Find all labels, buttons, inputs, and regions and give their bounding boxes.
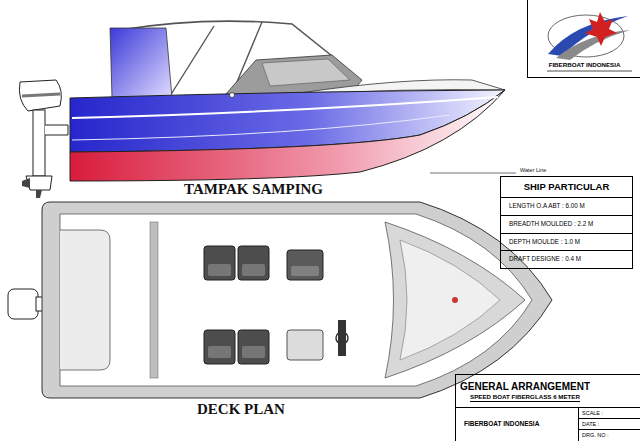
logo-swoosh (548, 16, 628, 56)
table-cell: FIBERBOAT INDONESIA (456, 407, 578, 441)
motor-shaft (33, 110, 45, 176)
motor-bracket (45, 125, 68, 135)
seat-cushion (242, 264, 265, 276)
hull-bottom (70, 90, 505, 181)
bow-cleat (452, 297, 458, 303)
propeller (22, 178, 30, 188)
stern-bench (60, 230, 110, 370)
box-heading: BREADTH MOULDED : 2.2 M (509, 221, 629, 228)
water-line (430, 173, 516, 174)
logo-underline (547, 71, 632, 72)
box-heading: DEPTH MOULDE : 1.0 M (509, 239, 629, 246)
table-cell: LENGTH O.A ABT : 6.00 M (501, 197, 632, 215)
view-title: DECK PLAN (196, 401, 286, 418)
side-view (19, 21, 516, 198)
seat (287, 330, 323, 360)
bow-hatch (400, 240, 500, 360)
seat (287, 250, 323, 280)
rub-rail (72, 97, 498, 118)
seat (204, 330, 235, 364)
motor-skeg (36, 190, 42, 198)
helm-console (338, 320, 346, 356)
table-cell: DRAFT DESIGNE : 0.4 M (501, 250, 632, 268)
table-cell: DEPTH MOULDE : 1.0 M (501, 233, 632, 251)
steering-wheel (336, 332, 348, 344)
motor-cowling (19, 80, 61, 111)
view-title: TAMPAK SAMPING (183, 181, 324, 198)
fitting (230, 93, 235, 98)
box-heading: DRAFT DESIGNE : 0.4 M (509, 256, 629, 263)
table-cell: DATE : (578, 418, 640, 429)
hull-outline (42, 202, 552, 398)
motor-top (8, 289, 38, 319)
table-box: LENGTH O.A ABT : 6.00 M BREADTH MOULDED :… (500, 176, 633, 269)
box-heading: FIBERBOAT INDONESIA (528, 62, 640, 69)
box-subtitle: SPEED BOAT FIBERGLASS 6 METER (470, 394, 580, 402)
table-box: FIBERBOAT INDONESIA SCALE : DATE : DRG. NO … (455, 374, 640, 441)
seat-cushion (242, 346, 265, 358)
logo-leaf (585, 12, 617, 46)
deck-plan (8, 202, 552, 398)
windshield-pane (262, 59, 350, 86)
bimini-frame (170, 26, 214, 96)
seat-cushion (208, 346, 231, 358)
box-heading: FIBERBOAT INDONESIA (464, 420, 574, 427)
table-cell: DRG. NO : (578, 429, 640, 441)
table-cell: SCALE : (578, 407, 640, 418)
seat (238, 330, 269, 364)
stern-panel (110, 28, 172, 98)
hull-line (72, 115, 450, 140)
table-cell: BREADTH MOULDED : 2.2 M (501, 215, 632, 233)
seats (204, 246, 323, 364)
motor-band (22, 94, 60, 96)
seat-cushion (291, 266, 319, 276)
seat (238, 246, 269, 280)
deck-area (60, 214, 532, 386)
box-heading: LENGTH O.A ABT : 6.00 M (509, 203, 629, 210)
box-heading: SHIP PARTICULAR (501, 182, 632, 192)
cross-bar (150, 222, 158, 378)
seat-cushion (208, 264, 231, 276)
bow-deck (385, 222, 525, 378)
box-heading: GENERAL ARRANGEMENT (456, 381, 594, 392)
seat (204, 246, 235, 280)
water-line-label: Water Line (519, 167, 547, 173)
hull-topside (70, 90, 505, 152)
box-heading: SCALE : (582, 410, 638, 416)
box-heading: DATE : (582, 421, 638, 427)
logo-box: FIBERBOAT INDONESIA (527, 0, 640, 78)
box-heading: DRG. NO : (582, 432, 638, 438)
